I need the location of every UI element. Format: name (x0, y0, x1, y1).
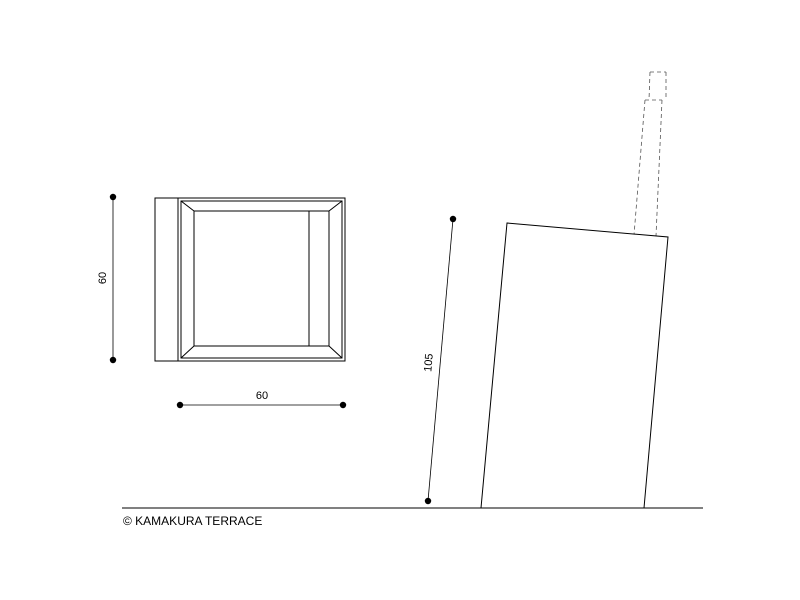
side-view (480, 71, 669, 509)
top-view-bevel-bl (180, 345, 195, 359)
side-view-body (480, 222, 669, 509)
dimension-endpoint (424, 497, 432, 505)
top-view-bevel-tr (328, 200, 343, 212)
top-view-bevel-tl (180, 200, 195, 212)
copyright-text: © KAMAKURA TERRACE (123, 514, 262, 528)
top-view-bevel-br (328, 345, 343, 359)
dimension-label-top-height: 60 (97, 272, 109, 284)
top-view-rim-outer (180, 200, 343, 359)
dimension-endpoint (109, 193, 117, 201)
dimension-endpoint (109, 356, 117, 364)
handle-hidden-outline (633, 71, 667, 237)
top-view (154, 197, 346, 362)
dimension-label-side-height: 105 (422, 353, 436, 372)
dimension-top-width: 60 (176, 390, 347, 409)
top-view-opening (193, 210, 330, 347)
dimension-endpoint (176, 401, 184, 409)
dimension-side-height: 105 (422, 215, 457, 505)
dimension-endpoint (339, 401, 347, 409)
dimension-top-height: 60 (97, 193, 117, 364)
dimension-label-top-width: 60 (256, 390, 268, 402)
dimension-line-diagonal (427, 218, 454, 502)
dimension-endpoint (449, 215, 457, 223)
top-view-outer-frame (154, 197, 346, 362)
